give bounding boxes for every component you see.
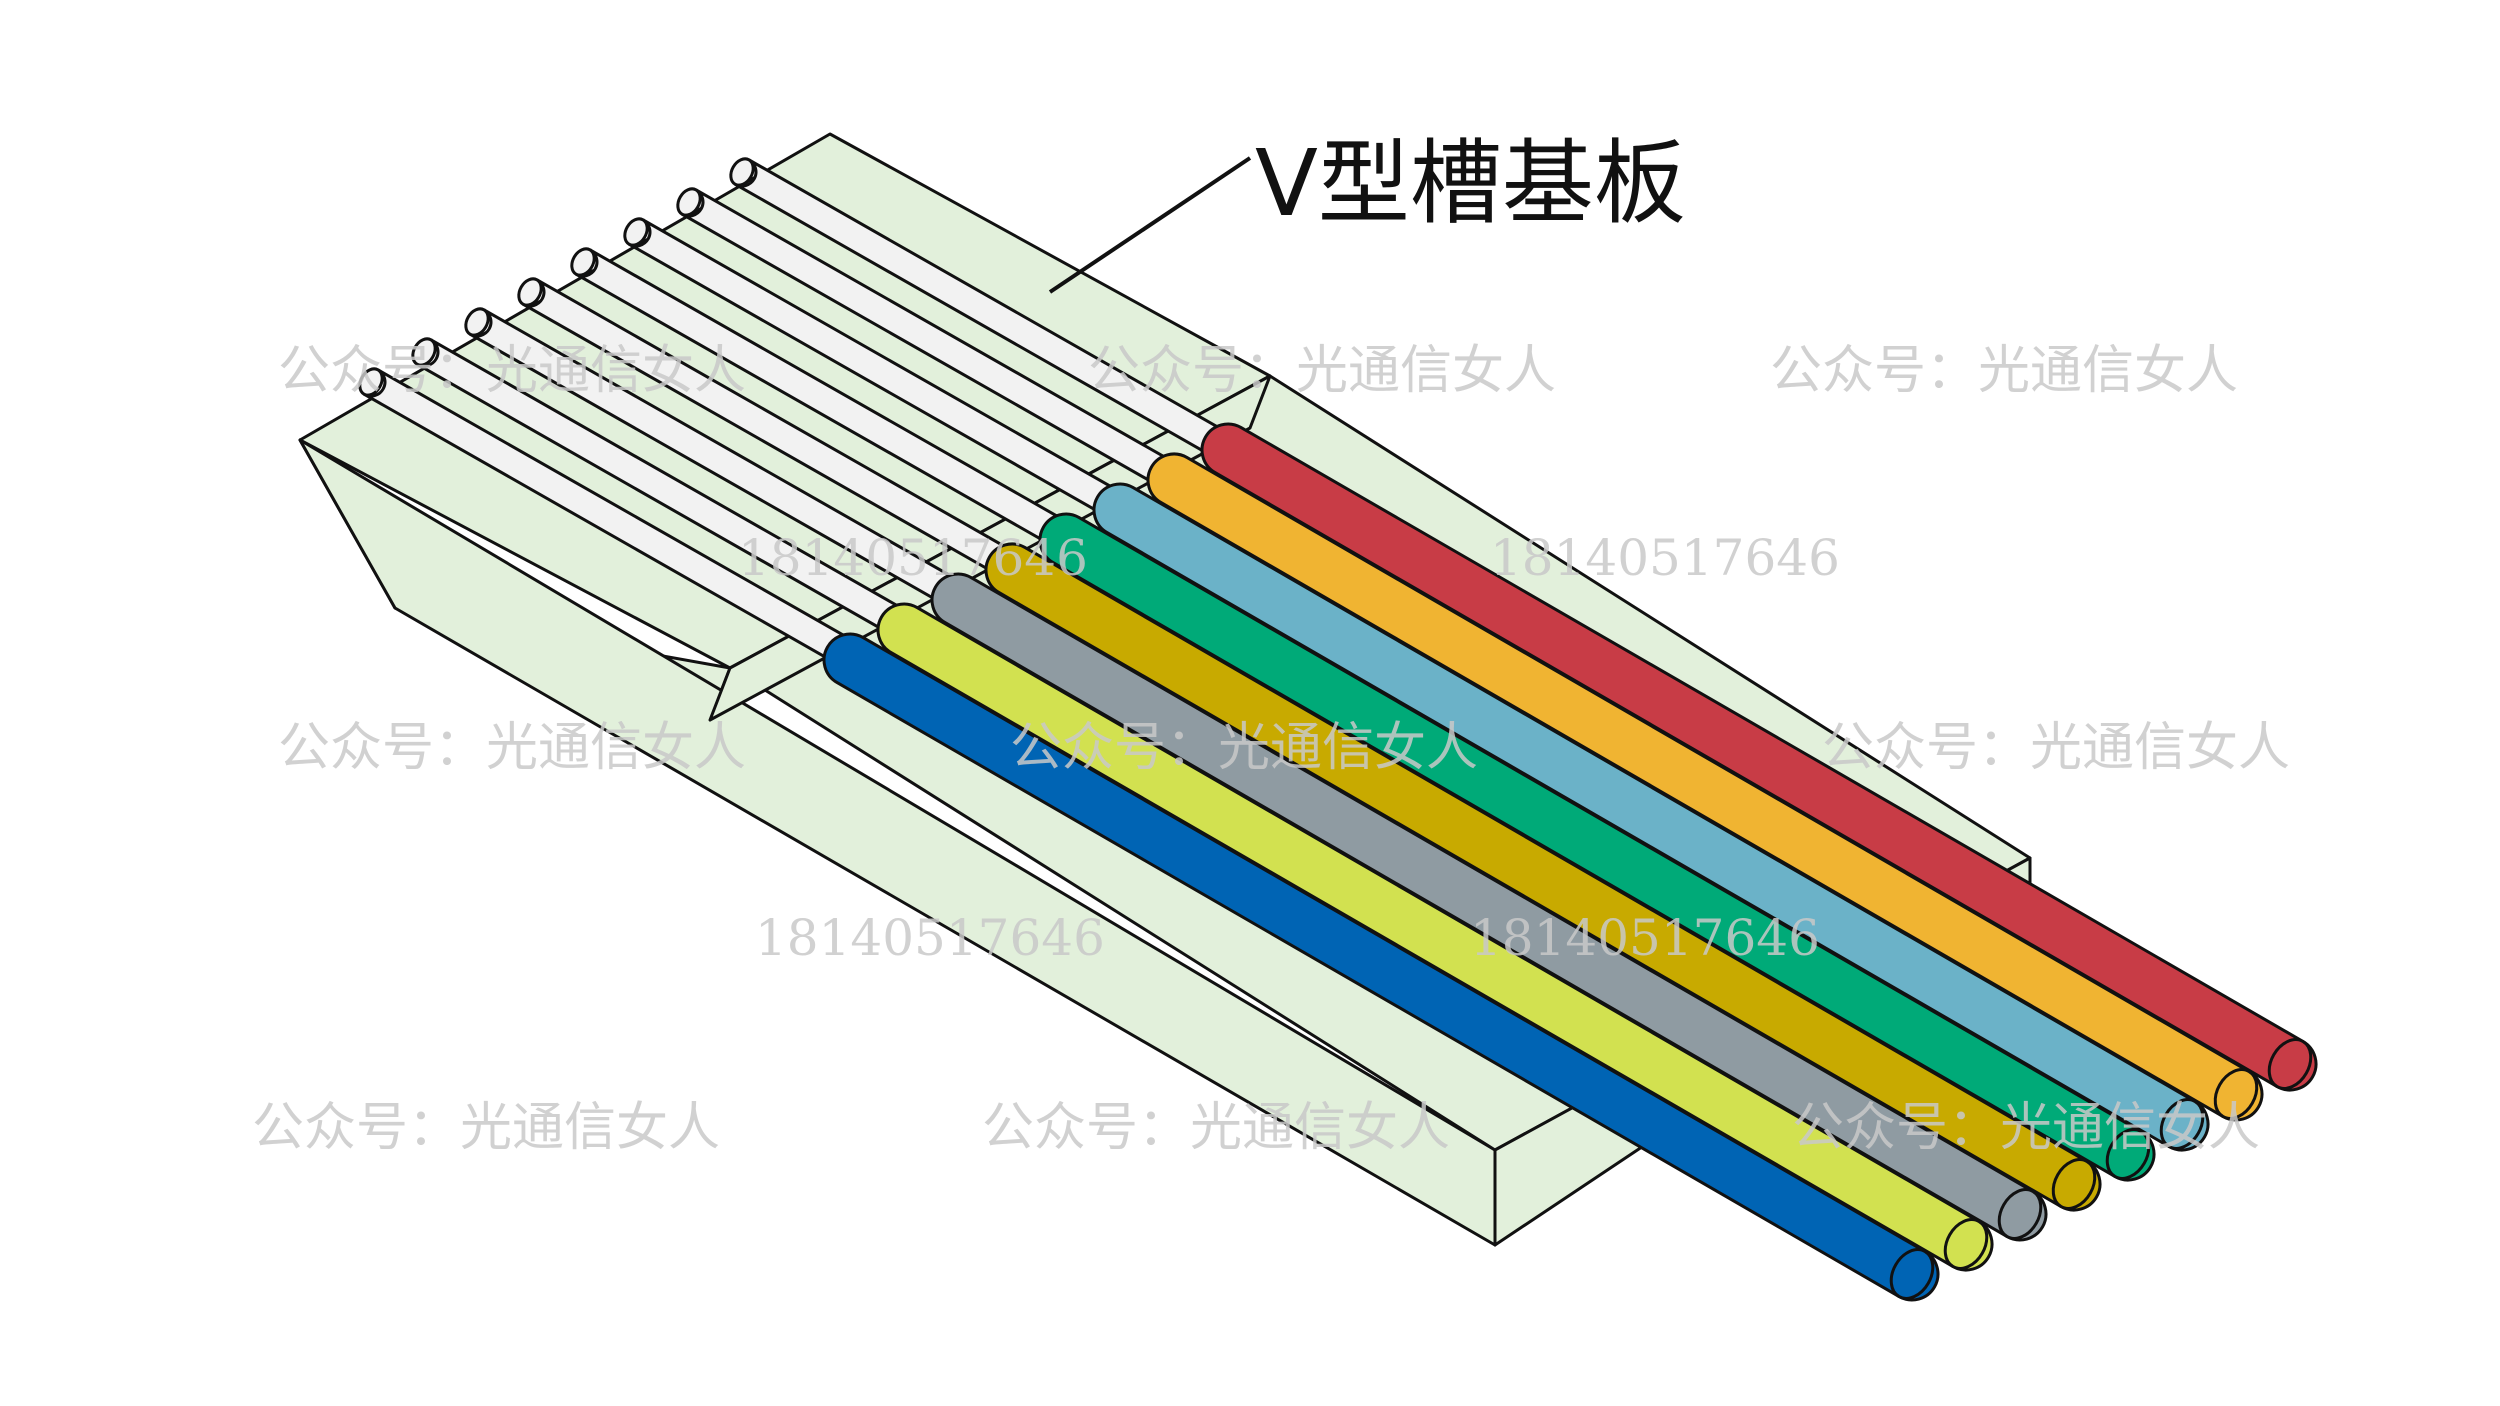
bare-fiber-end-cap [570,247,596,277]
watermark-phone: 18140517646 [1470,909,1820,967]
coated-fiber-end-cap [2051,1158,2097,1210]
watermark-account: 公众号：光通信女人 [278,341,746,401]
substrate-label: V型槽基板 [1255,130,1686,237]
coated-fiber [1146,452,2264,1122]
bare-fiber-end-cap [411,337,437,367]
bare-fiber-end-cap [358,367,384,397]
coated-fiber [930,572,2048,1242]
label-leader-line [1048,156,1252,294]
watermark-account: 公众号：光通信女人 [1822,718,2290,778]
bare-fiber-end-cap [623,217,649,247]
coated-fiber [1092,482,2210,1152]
watermark-account: 公众号：光通信女人 [982,1098,1450,1158]
coated-fiber [984,542,2102,1212]
watermark-account: 公众号：光通信女人 [252,1098,720,1158]
watermark-account: 公众号：光通信女人 [1088,341,1556,401]
watermark-account: 公众号：光通信女人 [1792,1098,2260,1158]
coated-fiber [1200,422,2318,1092]
watermark-account: 公众号：光通信女人 [1770,341,2238,401]
watermark-phone: 18140517646 [738,529,1088,587]
coated-fibers [822,422,2318,1302]
watermark-phone: 18140517646 [1490,529,1840,587]
coated-fiber-end-cap [1889,1248,1935,1300]
watermark-phone: 18140517646 [755,909,1105,967]
coated-fiber-end-cap [2267,1038,2313,1090]
coated-fiber [1038,512,2156,1182]
bare-fiber-end-cap [464,307,490,337]
bare-fiber-end-cap [676,187,702,217]
coated-fiber-end-cap [2159,1098,2205,1150]
coated-fiber-end-cap [1943,1218,1989,1270]
bare-fiber-end-cap [729,157,755,187]
watermark-account: 公众号：光通信女人 [278,718,746,778]
coated-fiber [876,602,1994,1272]
coated-fiber [822,632,1940,1302]
bare-fiber-end-cap [517,277,543,307]
coated-fiber-end-cap [1997,1188,2043,1240]
coated-fiber-end-cap [2105,1128,2151,1180]
coated-fiber-end-cap [2213,1068,2259,1120]
watermark-account: 公众号：光通信女人 [1010,718,1478,778]
bare-fibers [358,157,1250,681]
watermarks: 公众号：光通信女人 公众号：光通信女人 公众号：光通信女人 1814051764… [252,341,2290,1158]
